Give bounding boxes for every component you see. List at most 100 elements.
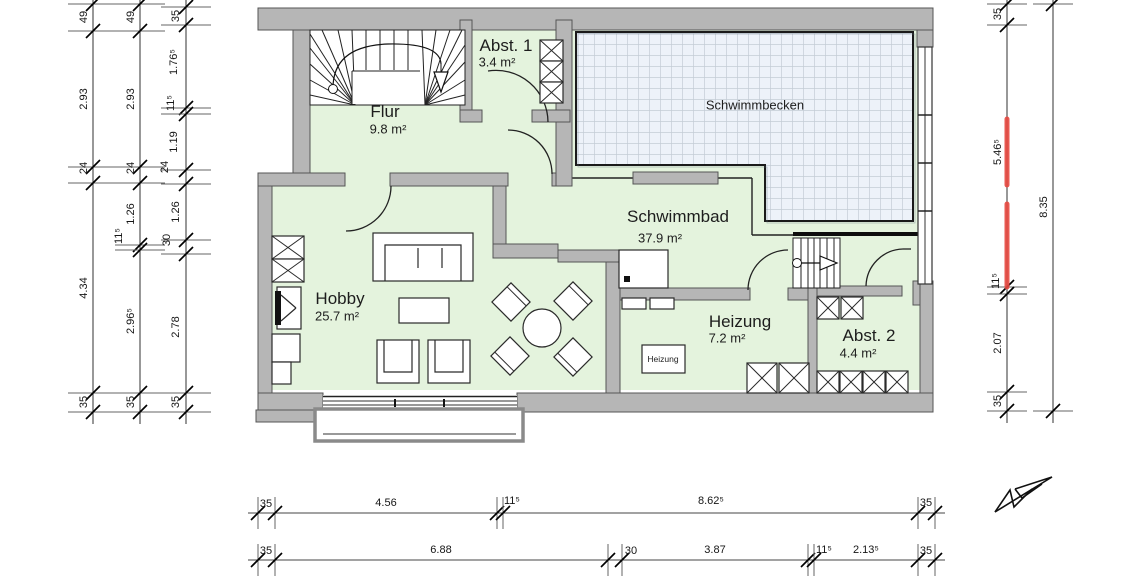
shower-tray [618, 249, 675, 310]
wall-flur-south-a [257, 172, 346, 187]
dim-label: 24 [78, 161, 90, 175]
wall-abst1-south-b [531, 109, 571, 123]
door-schwimmbad [507, 129, 553, 175]
room-label-flur: Flur [370, 102, 400, 121]
boiler-label: Heizung [647, 354, 679, 364]
dimension-tick [999, 403, 1015, 419]
room-area-abst1: 3.4 m² [478, 54, 516, 70]
wall-abst2-north [816, 285, 903, 297]
storage-xbox [816, 370, 840, 394]
dim-label: 8.35 [1038, 196, 1050, 218]
dimension-tick [132, 0, 146, 12]
dimension-tick [178, 385, 194, 401]
dim-label: 49 [125, 10, 137, 24]
wall-top [257, 7, 934, 31]
window-right [917, 46, 933, 285]
dim-label: 1.19 [168, 131, 180, 153]
storage-xbox [862, 370, 886, 394]
room-area-flur: 9.8 m² [369, 121, 407, 137]
wall-bottom-b [516, 392, 934, 413]
dim-label: 35 [259, 545, 273, 557]
dim-label: 49 [78, 10, 90, 24]
dimension-tick [910, 505, 926, 521]
dimension-tick [178, 246, 194, 262]
dim-label: 8.62⁵ [698, 495, 724, 507]
dim-label: 24 [125, 161, 137, 175]
dim-label: 6.88 [430, 544, 452, 556]
storage-xbox [885, 370, 909, 394]
wall-bottom-apron [255, 409, 319, 423]
dim-label: 2.07 [992, 332, 1004, 354]
storage-xbox [271, 235, 305, 260]
storage-xbox [271, 258, 305, 283]
dimension-tick [267, 505, 283, 521]
dimension-tick [178, 100, 194, 116]
dim-label: 30 [161, 233, 173, 247]
dimension-tick [85, 0, 99, 12]
room-label-abst2: Abst. 2 [842, 326, 896, 345]
wall-heizung-west [605, 261, 621, 394]
dimension-tick [910, 552, 926, 568]
dim-label: 1.26 [170, 201, 182, 223]
storage-xbox [539, 60, 564, 83]
storage-xbox [746, 362, 778, 394]
wall-heizung-north-pier [787, 287, 811, 301]
dim-label: 3.87 [704, 544, 726, 556]
dim-label: 11⁵ [504, 495, 520, 507]
round-table [522, 308, 562, 348]
dimension-tick [178, 176, 194, 192]
wall-right-lower [919, 280, 934, 394]
wall-pool-barrier-pier [632, 171, 719, 185]
wall-abst1-south-a [459, 109, 483, 123]
dimension-tick [132, 159, 148, 175]
dim-label: 2.78 [170, 316, 182, 338]
right-staircase [792, 237, 841, 289]
dimension-tick [178, 162, 194, 178]
dim-label: 35 [259, 498, 273, 510]
door-hobby [345, 185, 392, 232]
dim-label: 35 [78, 395, 90, 409]
dim-label: 35 [992, 394, 1004, 408]
dining-chair [553, 337, 593, 377]
storage-xbox [840, 296, 864, 320]
room-label-hobby: Hobby [315, 289, 365, 308]
wall-heizung-north [619, 287, 751, 301]
dining-chair [490, 336, 530, 376]
swimming-pool [575, 31, 916, 224]
dimension-tick [132, 23, 148, 39]
dim-label: 1.76⁵ [168, 49, 180, 75]
dimension-tick [614, 552, 630, 568]
dimension-tick [806, 552, 822, 568]
room-label-schwimmbad: Schwimmbad [626, 207, 730, 226]
dimension-tick [999, 17, 1015, 33]
room-label-heizung: Heizung [708, 312, 772, 331]
dimension-tick [178, 0, 194, 15]
tv-board [275, 286, 302, 330]
storage-xbox [539, 39, 564, 62]
dimension-tick [85, 175, 101, 191]
dining-chair [553, 281, 593, 321]
dim-label: 2.96⁵ [125, 308, 137, 334]
dimension-tick [178, 232, 194, 248]
pool-deck-edge [572, 177, 793, 236]
dim-label: 35 [170, 395, 182, 409]
dimension-tick [999, 0, 1013, 12]
wall-step-a [492, 243, 559, 259]
wall-flur-south-b [389, 172, 509, 187]
dim-label: 1.26 [125, 203, 137, 225]
dim-label: 2.93 [78, 88, 90, 110]
dim-label: 11⁵ [113, 228, 125, 244]
dim-label: 35 [919, 545, 933, 557]
dim-label: 30 [624, 545, 638, 557]
main-staircase [309, 29, 466, 106]
dimension-tick [600, 552, 616, 568]
dimension-tick [495, 505, 511, 521]
dimension-tick [489, 505, 505, 521]
dimension-tick [999, 286, 1015, 302]
wall-step-b [557, 249, 621, 263]
dimension-tick [1045, 403, 1061, 419]
dim-label: 2.13⁵ [853, 544, 879, 556]
storage-xbox [778, 362, 810, 394]
